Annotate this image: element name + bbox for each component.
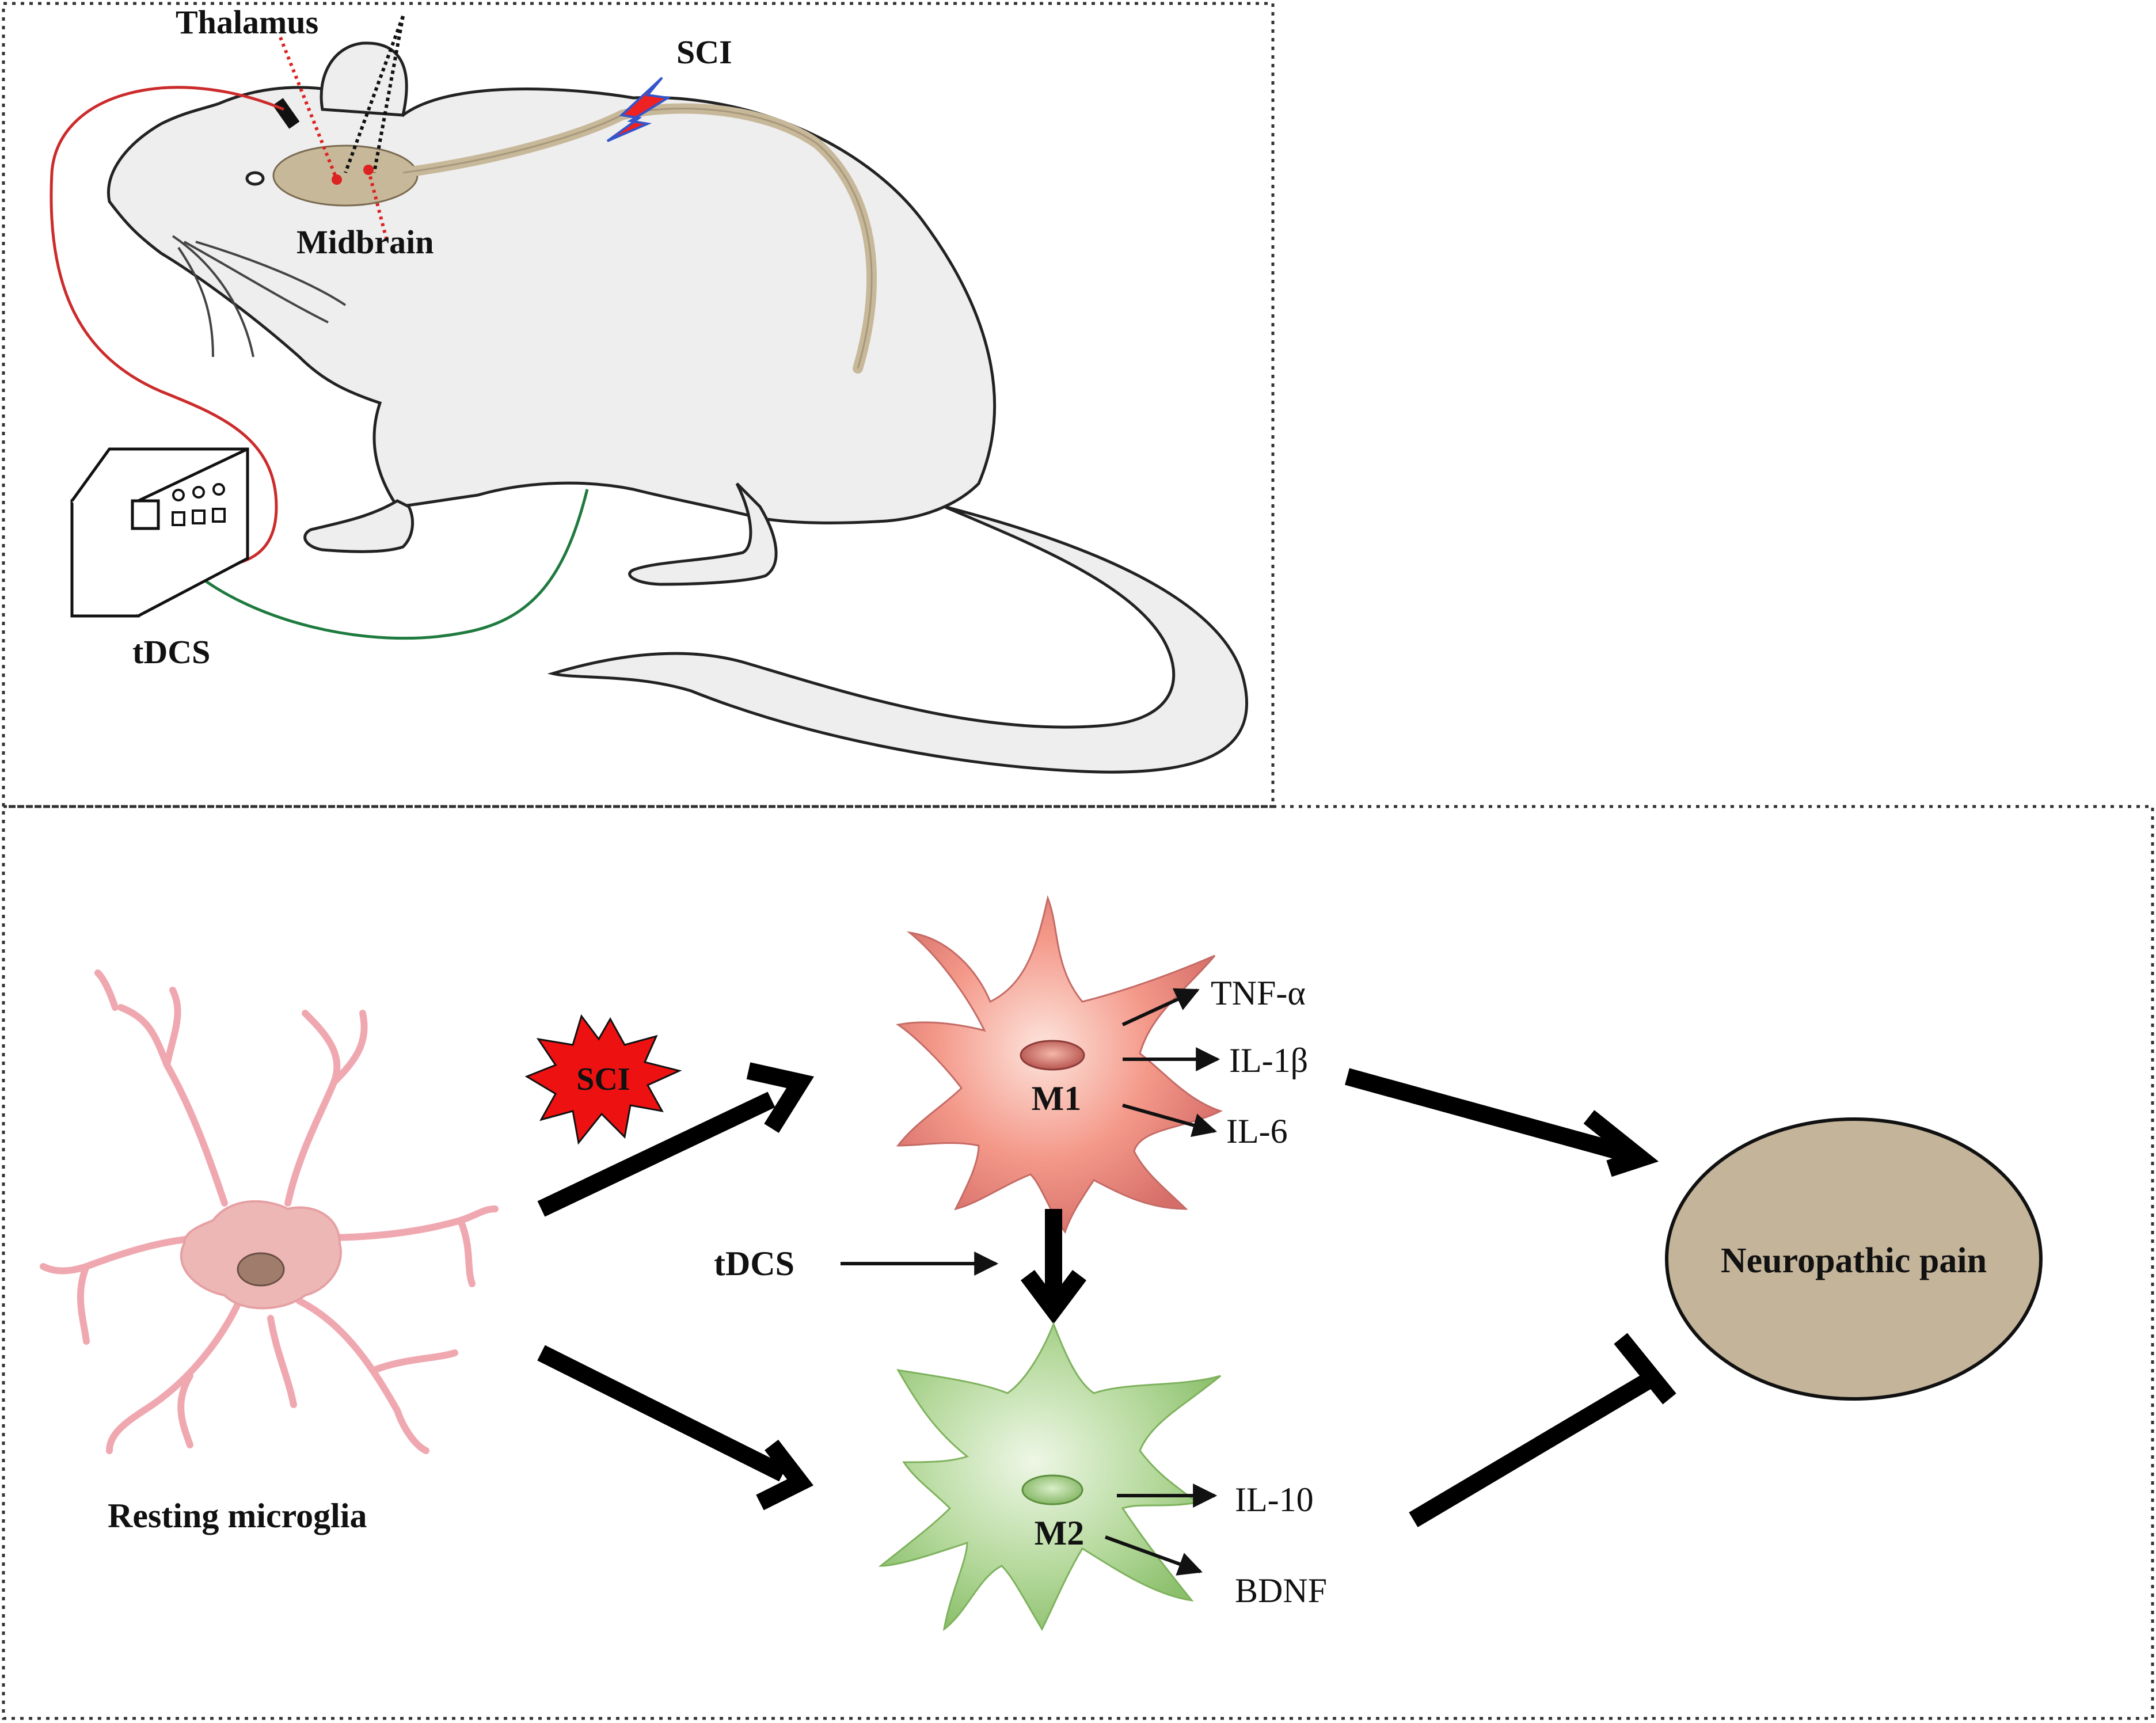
needle-electrode-a — [344, 15, 405, 174]
thalamus-target-dot — [332, 174, 342, 185]
arrow-m1-to-pain — [1345, 1068, 1659, 1177]
needle-electrode-b — [372, 16, 405, 173]
m2-arrow-bdnf — [1104, 1535, 1203, 1576]
bottom-panel-frame — [2, 805, 2154, 1720]
m1-output-tnf: TNF-α — [1211, 974, 1306, 1012]
tdcs-display — [131, 499, 160, 530]
brain — [272, 144, 419, 207]
rat-whiskers — [172, 235, 347, 357]
rat-hind-leg — [628, 482, 778, 586]
rat-eye — [245, 171, 265, 186]
arrow-m1-to-m2 — [1021, 1209, 1086, 1324]
neuropathic-pain-label: Neuropathic pain — [1721, 1241, 1987, 1280]
m2-output-il10: IL-10 — [1235, 1481, 1314, 1519]
m1-microglia: M1 TNF-α IL-1β IL-6 — [896, 895, 1308, 1234]
spinal-cord — [398, 103, 877, 374]
midbrain-target-dot — [363, 165, 374, 175]
sci-starburst-icon — [524, 1014, 682, 1145]
midbrain-label: Midbrain — [296, 223, 434, 261]
thalamus-pointer — [279, 36, 339, 181]
tdcs-bottom-label: tDCS — [714, 1245, 794, 1283]
thalamus-label: Thalamus — [176, 3, 318, 41]
m1-arrow-il6 — [1122, 1104, 1218, 1137]
brain-and-spinal-cord — [272, 103, 877, 374]
m2-nucleus — [1021, 1474, 1083, 1505]
arrow-resting-to-m2 — [537, 1345, 813, 1511]
electrode-probes — [272, 15, 405, 241]
sci-lightning-icon — [606, 77, 671, 142]
neuropathic-pain-ellipse — [1665, 1117, 2043, 1401]
sci-starburst: SCI — [524, 1014, 682, 1145]
bottom-panel: Resting microglia SCI M1 TNF-α IL-1β IL-… — [2, 805, 2154, 1720]
rat-front-paw — [303, 499, 415, 553]
m2-microglia: M2 IL-10 BDNF — [878, 1321, 1327, 1631]
m1-output-il1b: IL-1β — [1229, 1041, 1308, 1079]
resting-microglia-nucleus — [237, 1252, 285, 1287]
rat-tail — [547, 505, 1249, 774]
inhibit-m2-to-pain — [1409, 1333, 1676, 1527]
tdcs-device-label: tDCS — [132, 633, 210, 671]
arrow-resting-to-m1 — [537, 1062, 814, 1217]
m2-output-bdnf: BDNF — [1235, 1572, 1327, 1610]
m2-label: M2 — [1035, 1514, 1085, 1552]
midbrain-pointer — [367, 169, 389, 241]
m1-nucleus — [1020, 1040, 1085, 1071]
top-panel: Thalamus Midbrain SCI tDCS — [2, 2, 1275, 808]
sci-burst-label: SCI — [576, 1062, 630, 1097]
tdcs-modulation: tDCS — [714, 1245, 999, 1283]
anode-wire — [50, 86, 284, 569]
resting-microglia-processes — [40, 969, 499, 1454]
rat-ear — [320, 41, 408, 117]
tdcs-device — [70, 447, 249, 618]
m1-label: M1 — [1032, 1079, 1082, 1117]
m1-arrow-tnf — [1121, 988, 1200, 1026]
resting-microglia-label: Resting microglia — [108, 1497, 367, 1535]
m1-output-il6: IL-6 — [1226, 1112, 1288, 1150]
neuropathic-pain-node: Neuropathic pain — [1665, 1117, 2043, 1401]
cathode-wire — [183, 489, 589, 640]
scalp-electrode — [272, 98, 300, 129]
sci-top-label: SCI — [676, 33, 732, 71]
resting-microglia: Resting microglia — [40, 969, 499, 1535]
